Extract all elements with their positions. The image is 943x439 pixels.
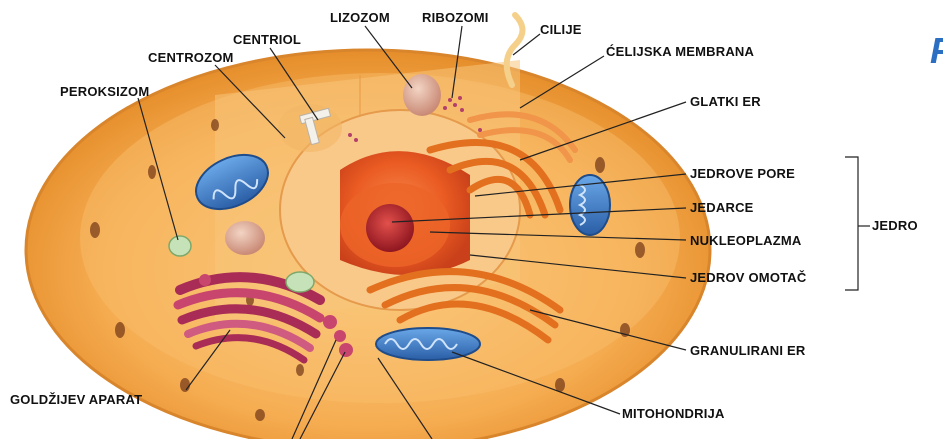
label-nukleoplazma: NUKLEOPLAZMA: [690, 233, 801, 248]
label-jedrove-pore: JEDROVE PORE: [690, 166, 795, 181]
label-ribozomi: RIBOZOMI: [422, 10, 489, 25]
label-centrozom: CENTROZOM: [148, 50, 234, 65]
peroxisome: [169, 236, 191, 256]
label-lizozom: LIZOZOM: [330, 10, 390, 25]
label-centriol: CENTRIOL: [233, 32, 301, 47]
label-glatki-er: GLATKI ER: [690, 94, 761, 109]
partial-title: F: [930, 30, 943, 72]
label-granulirani-er: GRANULIRANI ER: [690, 343, 805, 358]
label-cilije: CILIJE: [540, 22, 582, 37]
label-jedarce: JEDARCE: [690, 200, 754, 215]
label-goldzijev-aparat: GOLDŽIJEV APARAT: [10, 392, 142, 407]
centrosome: [278, 104, 342, 152]
label-mitohondrija: MITOHONDRIJA: [622, 406, 725, 421]
nucleolus: [366, 204, 414, 252]
label-celijska-membrana: ĆELIJSKA MEMBRANA: [606, 44, 754, 59]
peroxisome-2: [286, 272, 314, 292]
label-peroksizom: PEROKSIZOM: [60, 84, 149, 99]
label-jedro: JEDRO: [872, 218, 918, 233]
label-jedrov-omotac: JEDROV OMOTAČ: [690, 270, 806, 285]
